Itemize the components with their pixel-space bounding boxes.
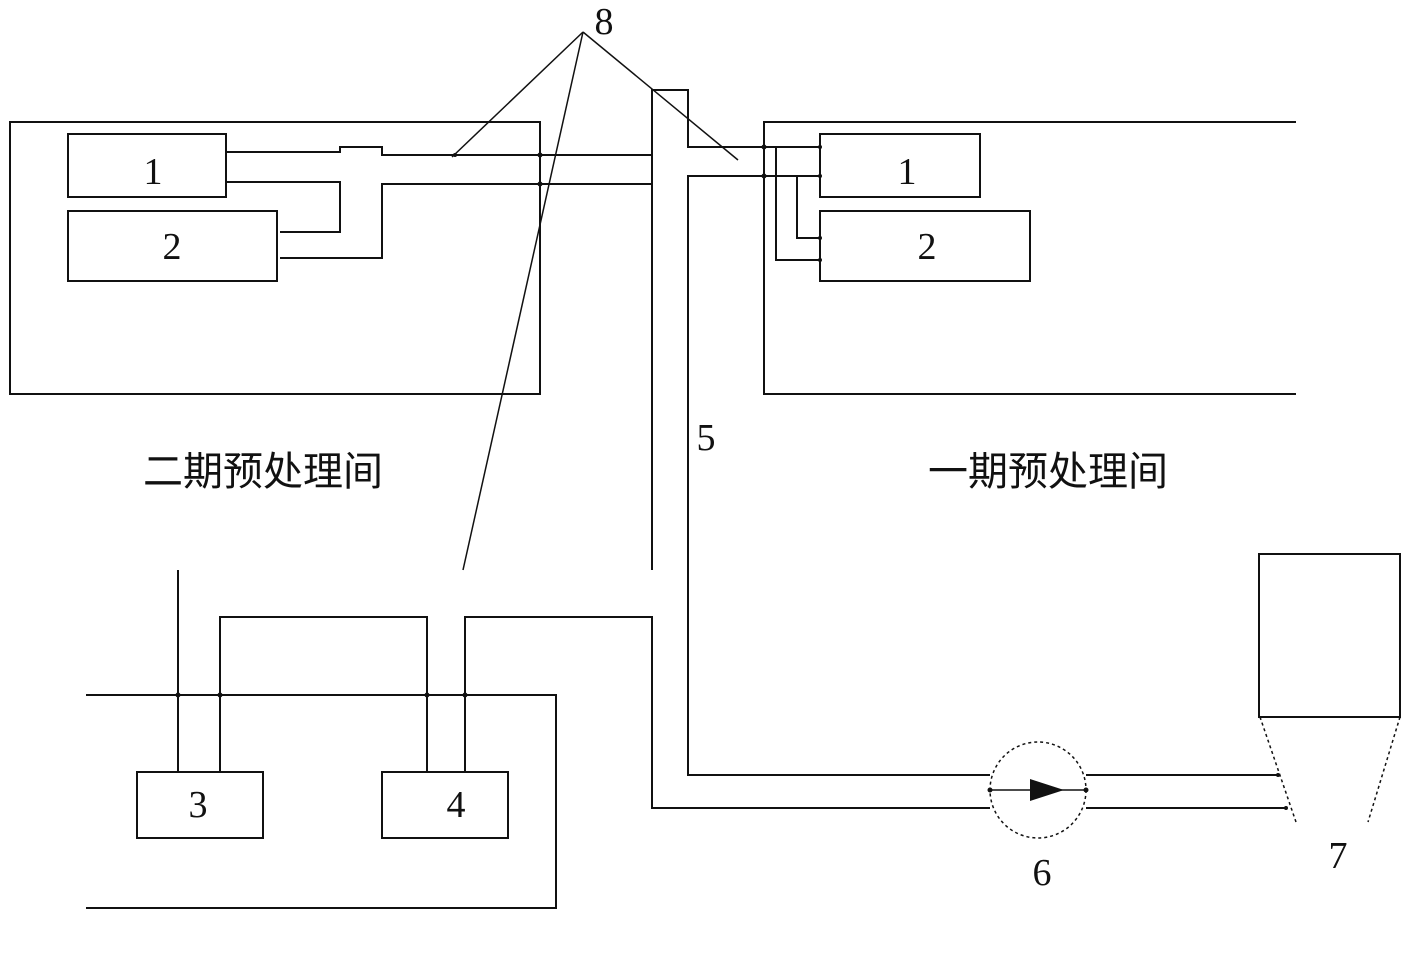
left-equipment-2: [67, 210, 278, 282]
right-room-title: 一期预处理间: [928, 449, 1168, 495]
pipe-4-to-pump: [464, 616, 990, 809]
pipe-5-label: 5: [697, 417, 716, 459]
pump-arrow-icon: [1030, 779, 1064, 801]
main-header: [651, 89, 990, 776]
bottom-room: 3 4: [86, 694, 557, 909]
left-pipe-1-to-2: [226, 181, 341, 233]
valve-8-label: 8: [595, 1, 614, 43]
equipment-4-label: 4: [447, 784, 466, 826]
right-equipment-2-label: 2: [918, 226, 937, 268]
leader-line-left-valve: [451, 31, 584, 158]
right-room-piping: [761, 144, 822, 262]
right-equipment-1-label: 1: [898, 151, 917, 193]
valve-8-callout: 8: [451, 1, 739, 571]
left-pipe-lower: [280, 183, 652, 259]
leader-line-bottom-valve: [462, 31, 584, 571]
pump-6: 6: [987, 741, 1089, 894]
bottom-room-outline: [86, 694, 557, 909]
tower-cone-right: [1367, 716, 1401, 823]
right-pipe-outer: [764, 146, 820, 261]
right-room: 1 2 一期预处理间: [763, 121, 1296, 495]
pump-outlet: [1086, 773, 1288, 810]
tower-7: 7: [1258, 553, 1401, 877]
bottom-piping: [175, 570, 990, 809]
right-equipment-1: [819, 133, 981, 198]
equipment-3-label: 3: [189, 784, 208, 826]
left-equipment-1: [67, 133, 227, 198]
right-room-outline: [763, 121, 1296, 395]
main-header-upper: [651, 89, 820, 570]
left-pipe-upper: [226, 146, 652, 156]
tower-cone-left: [1259, 716, 1297, 823]
tower-body: [1258, 553, 1401, 718]
tower-7-label: 7: [1329, 835, 1348, 877]
left-room: 1 2 二期预处理间: [9, 121, 541, 495]
left-equipment-1-label: 1: [144, 151, 163, 193]
pump-6-label: 6: [1033, 852, 1052, 894]
equipment-3: [136, 771, 264, 839]
equipment-4: [381, 771, 509, 839]
right-equipment-2: [819, 210, 1031, 282]
right-pipe-inner: [796, 175, 820, 239]
left-room-outline: [9, 121, 541, 395]
pipe-5: [687, 175, 990, 776]
left-room-title: 二期预处理间: [143, 449, 383, 495]
left-equipment-2-label: 2: [163, 226, 182, 268]
leader-line-right-valve: [582, 31, 739, 161]
left-room-piping: [226, 146, 652, 259]
